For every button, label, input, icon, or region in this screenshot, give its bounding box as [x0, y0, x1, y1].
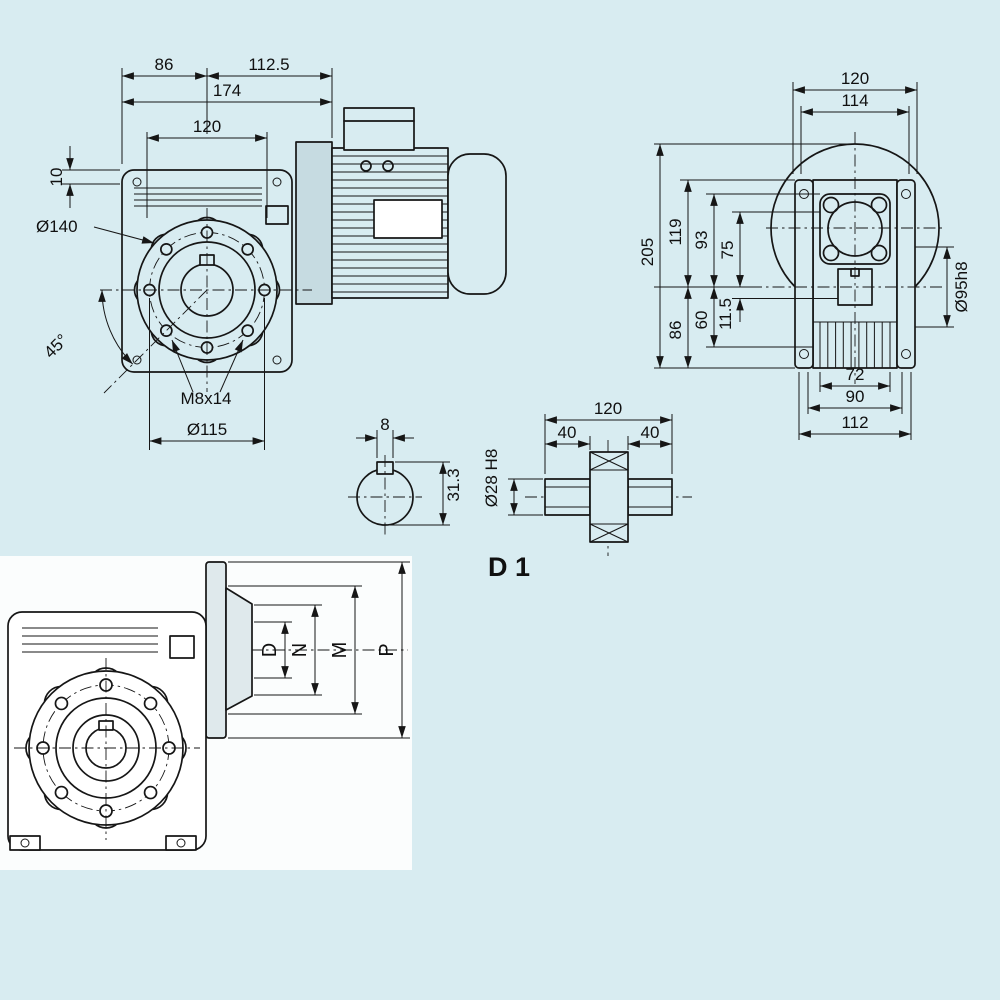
- foot-lug: [165, 835, 197, 851]
- motor-flange: [295, 141, 333, 305]
- terminal-bolt: [382, 160, 394, 172]
- dim-M: M: [329, 642, 351, 659]
- dim-112-5: 112.5: [248, 55, 289, 74]
- foot-lug: [9, 835, 41, 851]
- dim-115: Ø115: [187, 420, 227, 439]
- dim-140: Ø140: [36, 217, 78, 236]
- terminal-box: [343, 107, 415, 151]
- dim-N: N: [289, 643, 311, 657]
- dim-40-left: 40: [558, 423, 577, 442]
- dim-72: 72: [846, 365, 865, 384]
- shaft-section-detail: 8 31.3 120 40 40 Ø28 H8 D: [348, 399, 692, 582]
- dim-m8x14: M8x14: [180, 389, 231, 408]
- oil-plug: [265, 205, 289, 225]
- section-label: D 1: [488, 552, 530, 582]
- dim-119: 119: [666, 218, 685, 245]
- flange-cone: [225, 587, 253, 711]
- motor-nameplate: [373, 199, 443, 239]
- fan-cover: [447, 153, 507, 295]
- rear-view-dimensions: 120 114 205 119 86 93 60 75: [638, 69, 971, 440]
- left-shaft: [544, 478, 591, 516]
- dim-93: 93: [692, 231, 711, 250]
- gearmotor-front-view: 86 112.5 174 120 10 Ø140 45° M8x14: [36, 55, 507, 450]
- dim-75: 75: [718, 241, 737, 260]
- dim-86: 86: [666, 321, 685, 340]
- housing-vents: [22, 627, 158, 653]
- dim-10: 10: [47, 168, 66, 187]
- dim-45deg: 45°: [40, 330, 72, 362]
- left-rail: [794, 179, 814, 369]
- dim-90: 90: [846, 387, 865, 406]
- dim-114: 114: [841, 91, 868, 110]
- dim-120-shaft: 120: [594, 399, 622, 418]
- dim-112: 112: [841, 413, 868, 432]
- dim-120: 120: [193, 117, 221, 136]
- gearbox-rear-view: 120 114 205 119 86 93 60 75: [638, 69, 971, 440]
- dim-11-5: 11.5: [716, 298, 735, 330]
- right-rail: [896, 179, 916, 369]
- dim-28h8: Ø28 H8: [482, 449, 501, 508]
- dim-86: 86: [155, 55, 174, 74]
- oil-plug: [169, 635, 195, 659]
- flange-dimensions: D N M P: [228, 561, 410, 739]
- dim-60: 60: [692, 311, 711, 330]
- front-view-dimensions: 86 112.5 174 120 10 Ø140 45° M8x14: [36, 55, 333, 450]
- dim-120-top: 120: [841, 69, 869, 88]
- flange-plate: [205, 561, 227, 739]
- terminal-bolt: [360, 160, 372, 172]
- dim-D: D: [259, 643, 281, 657]
- dim-40-right: 40: [641, 423, 660, 442]
- dim-174: 174: [213, 81, 241, 100]
- housing-vents: [134, 187, 262, 207]
- flange-dimension-view: D N M P: [0, 556, 412, 870]
- dim-P: P: [376, 643, 398, 656]
- dim-31-3: 31.3: [444, 468, 463, 501]
- dim-95h8: Ø95h8: [952, 261, 971, 312]
- right-shaft: [627, 478, 673, 516]
- hub: [589, 451, 629, 543]
- dim-8: 8: [380, 415, 389, 434]
- dim-205: 205: [638, 238, 657, 266]
